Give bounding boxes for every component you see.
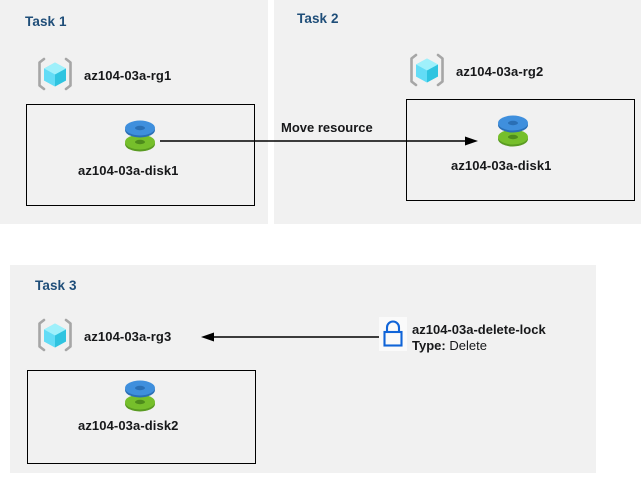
lock-icon	[379, 317, 407, 351]
delete-lock-type-key: Type:	[412, 338, 446, 353]
delete-lock-type-value: Delete	[449, 338, 487, 353]
disk-label-disk1-task-1: az104-03a-disk1	[78, 163, 179, 178]
delete-lock-info: az104-03a-delete-lock Type: Delete	[412, 322, 546, 354]
panel-title-task-3: Task 3	[35, 278, 77, 293]
panel-title-task-1: Task 1	[25, 14, 67, 29]
resource-group-cube-icon	[36, 316, 74, 354]
resource-group-label-rg3: az104-03a-rg3	[84, 329, 172, 344]
move-resource-label: Move resource	[281, 120, 373, 135]
managed-disk-icon	[493, 108, 533, 152]
delete-lock-arrow	[200, 326, 380, 348]
delete-lock-name: az104-03a-delete-lock	[412, 322, 546, 337]
resource-container-task-1	[26, 104, 255, 206]
managed-disk-icon	[120, 113, 160, 157]
resource-group-cube-icon	[408, 51, 446, 89]
delete-lock-type-row: Type: Delete	[412, 338, 546, 354]
move-resource-arrow	[160, 130, 480, 152]
resource-group-cube-icon	[36, 55, 74, 93]
resource-group-label-rg2: az104-03a-rg2	[456, 64, 544, 79]
resource-container-task-2	[406, 99, 635, 201]
managed-disk-icon	[120, 373, 160, 417]
disk-label-disk2-task-3: az104-03a-disk2	[78, 418, 179, 433]
resource-group-label-rg1: az104-03a-rg1	[84, 68, 172, 83]
panel-title-task-2: Task 2	[297, 11, 339, 26]
disk-label-disk1-task-2: az104-03a-disk1	[451, 158, 552, 173]
